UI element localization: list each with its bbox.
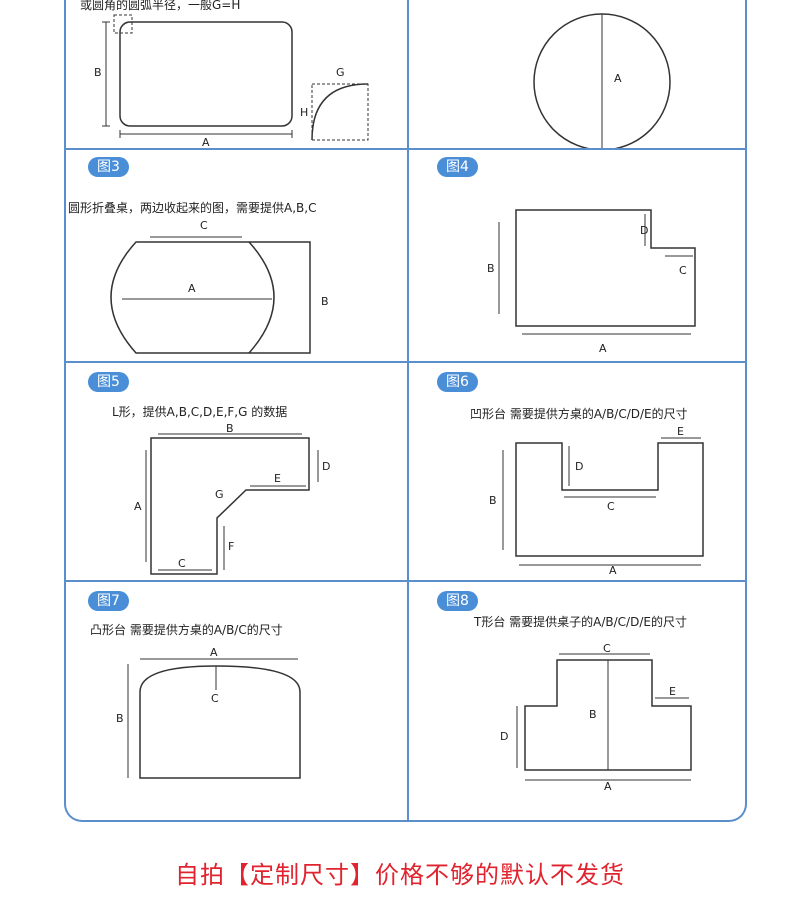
label-a: A	[210, 646, 218, 659]
label-g: G	[336, 66, 345, 79]
footer-notice: 自拍【定制尺寸】价格不够的默认不发货	[175, 861, 625, 889]
diagram-circle: A	[533, 13, 671, 148]
diagram-l-shape: B A D E G F C	[134, 422, 330, 575]
label-b: B	[589, 708, 597, 721]
label-a: A	[599, 342, 607, 355]
row-divider-3	[64, 580, 747, 582]
label-d: D	[575, 460, 583, 473]
label-b: B	[489, 494, 497, 507]
label-c: C	[211, 692, 219, 705]
caption-fig8: T形台 需要提供桌子的A/B/C/D/E的尺寸	[474, 615, 687, 629]
badge-fig7: 图7	[88, 591, 129, 611]
label-b: B	[487, 262, 495, 275]
label-a: A	[614, 72, 622, 85]
badge-fig6: 图6	[437, 372, 478, 392]
label-h: H	[300, 106, 308, 119]
label-e: E	[274, 472, 281, 485]
badge-fig4: 图4	[437, 157, 478, 177]
caption-fig7: 凸形台 需要提供方桌的A/B/C的尺寸	[90, 623, 283, 637]
label-b: B	[226, 422, 234, 435]
caption-fig5: L形，提供A,B,C,D,E,F,G 的数据	[112, 405, 288, 419]
badge-fig5: 图5	[88, 372, 129, 392]
diagram-folding-round-table: C A B	[110, 219, 329, 354]
diagram-frame	[64, 0, 747, 822]
diagram-rounded-rect: B A G H	[94, 14, 369, 148]
label-e: E	[669, 685, 676, 698]
label-a: A	[188, 282, 196, 295]
label-c: C	[200, 219, 208, 232]
label-c: C	[603, 642, 611, 655]
label-b: B	[94, 66, 102, 79]
label-d: D	[640, 224, 648, 237]
column-divider	[407, 0, 409, 822]
label-a: A	[202, 136, 210, 148]
badge-fig3: 图3	[88, 157, 129, 177]
diagram-convex-shape: A C B	[116, 646, 301, 779]
label-a: A	[134, 500, 142, 513]
label-c: C	[607, 500, 615, 513]
top-note: 或圆角的圆弧半径，一般G=H	[80, 0, 241, 12]
caption-fig6: 凹形台 需要提供方桌的A/B/C/D/E的尺寸	[470, 407, 688, 421]
label-b: B	[116, 712, 124, 725]
label-d: D	[322, 460, 330, 473]
row-divider-1	[64, 148, 747, 150]
label-f: F	[228, 540, 234, 553]
label-a: A	[609, 564, 617, 577]
badge-fig8: 图8	[437, 591, 478, 611]
label-b: B	[321, 295, 329, 308]
diagram-concave-shape: B A D C E	[489, 425, 704, 577]
label-c: C	[178, 557, 186, 570]
label-d: D	[500, 730, 508, 743]
diagram-notched-rect: B A D C	[487, 209, 696, 355]
diagram-t-shape: B C E D A	[500, 642, 692, 793]
label-e: E	[677, 425, 684, 438]
label-g: G	[215, 488, 224, 501]
caption-fig3: 圆形折叠桌，两边收起来的图，需要提供A,B,C	[68, 201, 317, 215]
label-c: C	[679, 264, 687, 277]
label-a: A	[604, 780, 612, 793]
row-divider-2	[64, 361, 747, 363]
